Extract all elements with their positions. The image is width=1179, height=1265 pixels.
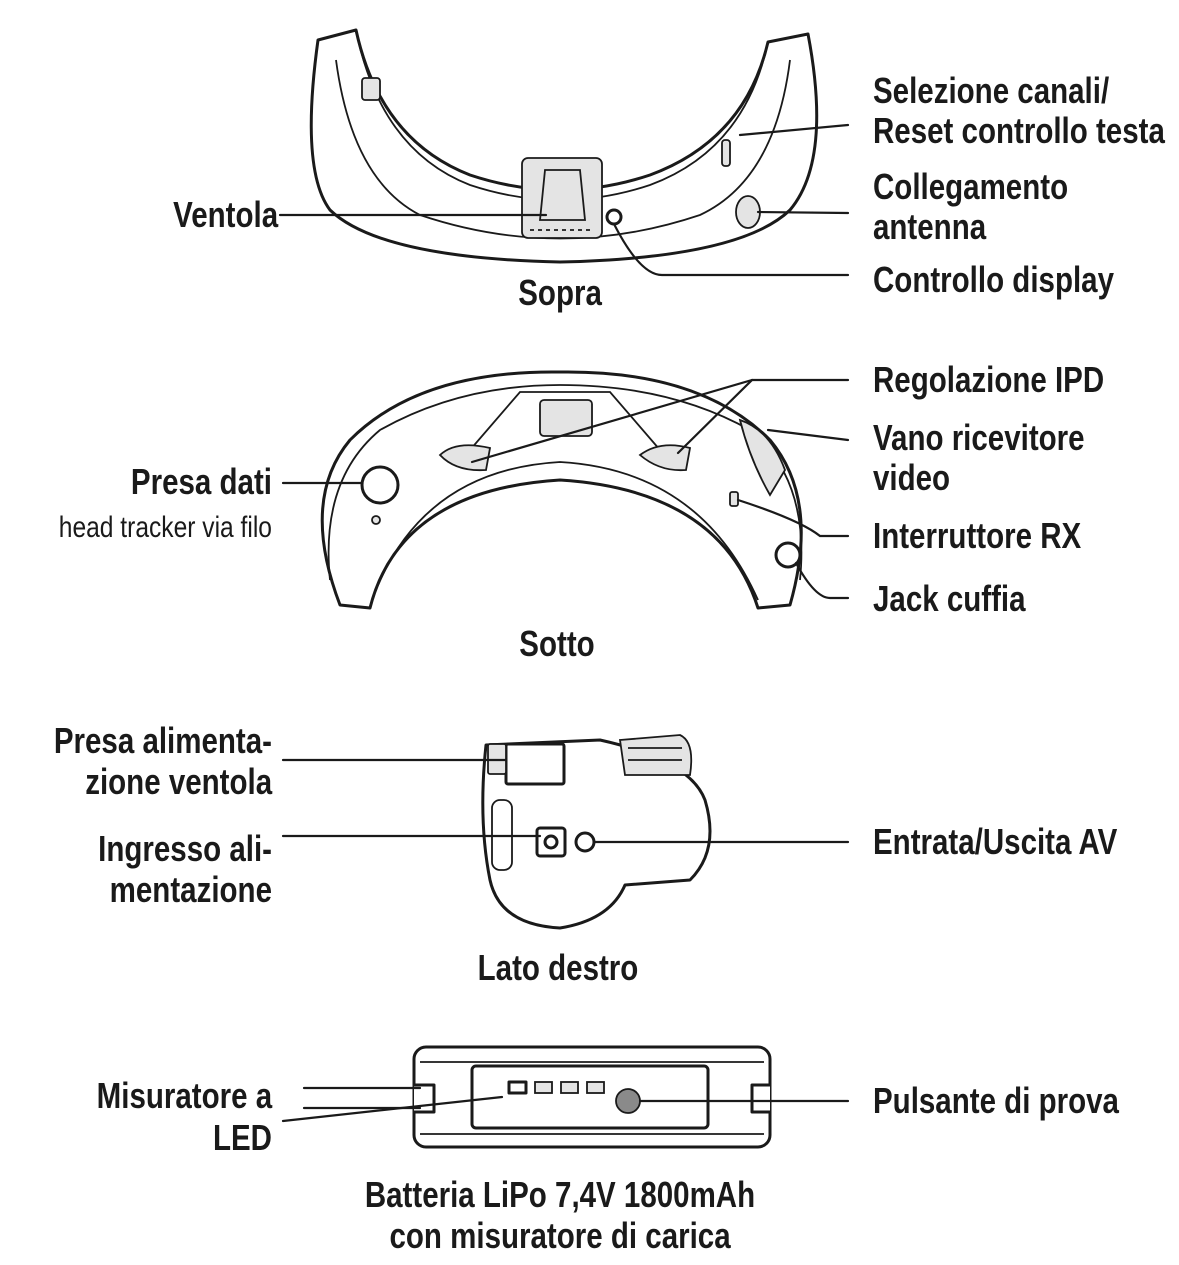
nose-bridge (469, 391, 661, 451)
label-power-in-1: Ingresso ali- (98, 828, 272, 868)
led-2-icon (534, 1081, 553, 1094)
label-video-bay-2: video (873, 457, 950, 497)
battery-view: Misuratore a LED Pulsante di prova Batte… (97, 1045, 1120, 1256)
label-antenna-2: antenna (873, 206, 987, 246)
antenna-connector-icon (735, 195, 761, 229)
side-view-body (481, 738, 712, 930)
label-fan-power-2: zione ventola (85, 761, 273, 801)
display-control-icon (605, 208, 623, 226)
led-1-icon (507, 1080, 528, 1095)
label-data-port-2: head tracker via filo (59, 510, 272, 544)
label-fan-power-1: Presa alimenta- (54, 720, 272, 760)
label-fan: Ventola (173, 194, 279, 234)
caption-battery-2: con misuratore di carica (390, 1215, 732, 1255)
bottom-view: Presa dati head tracker via filo Regolaz… (59, 359, 1104, 663)
rx-switch-icon (729, 491, 739, 507)
av-io-icon (574, 831, 596, 853)
video-bay-icon (738, 418, 786, 497)
ipd-slider-right (638, 444, 692, 472)
caption-bottom: Sotto (519, 623, 594, 663)
label-av-io: Entrata/Uscita AV (873, 821, 1117, 861)
label-rx-switch: Interruttore RX (873, 515, 1081, 555)
channel-switch-icon (721, 139, 731, 167)
data-port-icon (360, 465, 400, 505)
label-test-button: Pulsante di prova (873, 1080, 1120, 1120)
label-headphone-jack: Jack cuffia (873, 578, 1026, 618)
label-channel-select-1: Selezione canali/ (873, 70, 1109, 110)
caption-battery-1: Batteria LiPo 7,4V 1800mAh (365, 1174, 755, 1214)
label-channel-select-2: Reset controllo testa (873, 110, 1165, 150)
fan-icon (521, 157, 603, 239)
bottom-view-outer-rim (327, 384, 561, 581)
caption-top: Sopra (518, 272, 602, 312)
bottom-view-goggle-body (320, 370, 803, 610)
label-antenna-1: Collegamento (873, 166, 1068, 206)
headphone-jack-icon (774, 541, 802, 569)
label-led-meter-2: LED (213, 1117, 272, 1157)
test-button-icon (615, 1088, 641, 1114)
fan-power-socket-icon (504, 742, 566, 786)
ipd-slider-left (438, 444, 492, 472)
right-side-view: Presa alimenta- zione ventola Ingresso a… (54, 720, 1118, 987)
label-power-in-2: mentazione (110, 869, 272, 909)
label-led-meter-1: Misuratore a (97, 1075, 273, 1115)
label-video-bay-1: Vano ricevitore (873, 417, 1085, 457)
led-3-icon (560, 1081, 579, 1094)
label-data-port-1: Presa dati (131, 461, 272, 501)
battery-panel (470, 1064, 710, 1130)
caption-right-side: Lato destro (478, 947, 639, 987)
label-ipd: Regolazione IPD (873, 359, 1104, 399)
led-4-icon (586, 1081, 605, 1094)
top-view: Ventola Selezione canali/ Reset controll… (173, 28, 1165, 313)
label-display-control: Controllo display (873, 259, 1115, 299)
top-view-goggle-body (309, 28, 819, 264)
